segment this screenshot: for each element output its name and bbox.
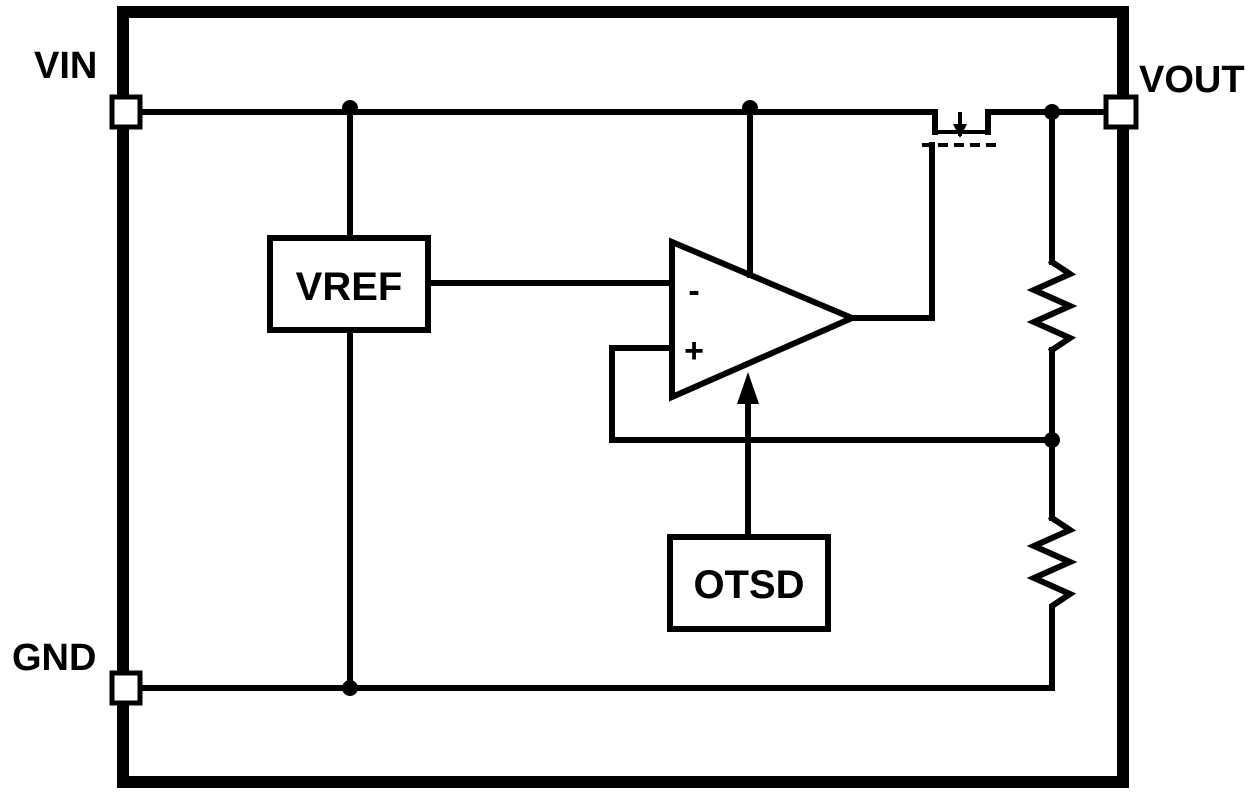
inverting-input-sign: - (688, 272, 699, 310)
otsd-arrow-head (737, 372, 759, 404)
vout-label: VOUT (1139, 59, 1245, 101)
junction-divider-vout (1044, 104, 1060, 120)
vin-pin (109, 94, 143, 130)
feedback-wire (609, 345, 1055, 443)
gnd-pin (109, 670, 143, 706)
non-inverting-input-sign: + (684, 332, 704, 370)
gnd-rail (132, 612, 1055, 691)
junction-amp-vin (742, 100, 758, 116)
lower-resistor (1026, 513, 1078, 618)
vref-label: VREF (296, 265, 403, 309)
upper-resistor (1026, 257, 1078, 355)
package-outline (117, 6, 1129, 788)
junction-feedback (1044, 432, 1060, 448)
junction-vref-vin (342, 100, 358, 116)
error-amplifier (669, 237, 860, 402)
otsd-block (667, 534, 831, 632)
gate-drive-wire (849, 142, 935, 321)
gnd-label: GND (12, 637, 96, 679)
vin-label: VIN (34, 45, 97, 87)
pass-transistor (922, 109, 996, 147)
vout-pin (1103, 94, 1139, 130)
vref-block (267, 235, 431, 333)
otsd-label: OTSD (693, 563, 804, 607)
junction-vref-gnd (342, 680, 358, 696)
